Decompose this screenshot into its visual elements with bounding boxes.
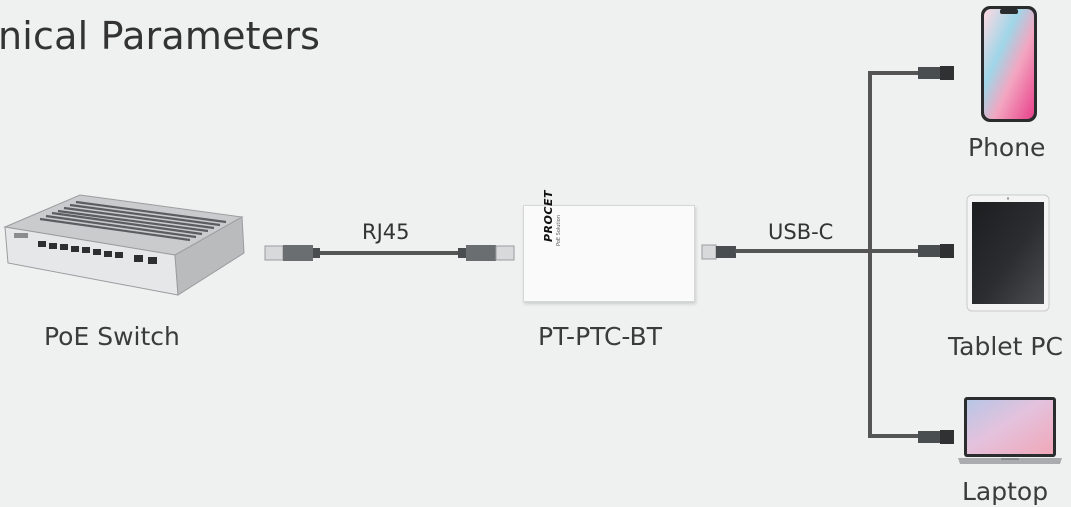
poe-switch-image bbox=[3, 194, 245, 296]
rj45-connector-left-icon bbox=[264, 245, 320, 261]
usbc-branch-tablet bbox=[870, 249, 922, 253]
laptop-image bbox=[958, 397, 1062, 464]
usbc-branch-laptop bbox=[868, 434, 923, 438]
rj45-connector-right-icon bbox=[458, 245, 515, 261]
tablet-label: Tablet PC bbox=[948, 332, 1063, 361]
usbc-cable bbox=[735, 249, 875, 253]
adapter-brand-logo: PROCET bbox=[542, 190, 555, 242]
usbc-connector-tablet-icon bbox=[918, 244, 954, 258]
tablet-image bbox=[966, 194, 1050, 312]
usbc-bus-vertical bbox=[868, 72, 872, 437]
phone-image bbox=[981, 6, 1037, 122]
page-title: nical Parameters bbox=[0, 14, 321, 58]
rj45-label: RJ45 bbox=[362, 220, 410, 244]
adapter-brand-sub: PoE Solution bbox=[556, 214, 562, 246]
usbc-label: USB-C bbox=[768, 220, 834, 244]
phone-label: Phone bbox=[968, 133, 1046, 162]
poe-switch-label: PoE Switch bbox=[44, 322, 180, 351]
adapter-device: PROCET PoE Solution bbox=[523, 190, 695, 302]
laptop-label: Laptop bbox=[962, 477, 1049, 506]
usbc-connector-laptop-icon bbox=[918, 430, 954, 444]
rj45-cable bbox=[303, 251, 463, 255]
adapter-label: PT-PTC-BT bbox=[538, 322, 662, 351]
usbc-connector-adapter-icon bbox=[701, 244, 736, 260]
usbc-connector-phone-icon bbox=[918, 66, 954, 80]
usbc-branch-phone bbox=[868, 71, 923, 75]
